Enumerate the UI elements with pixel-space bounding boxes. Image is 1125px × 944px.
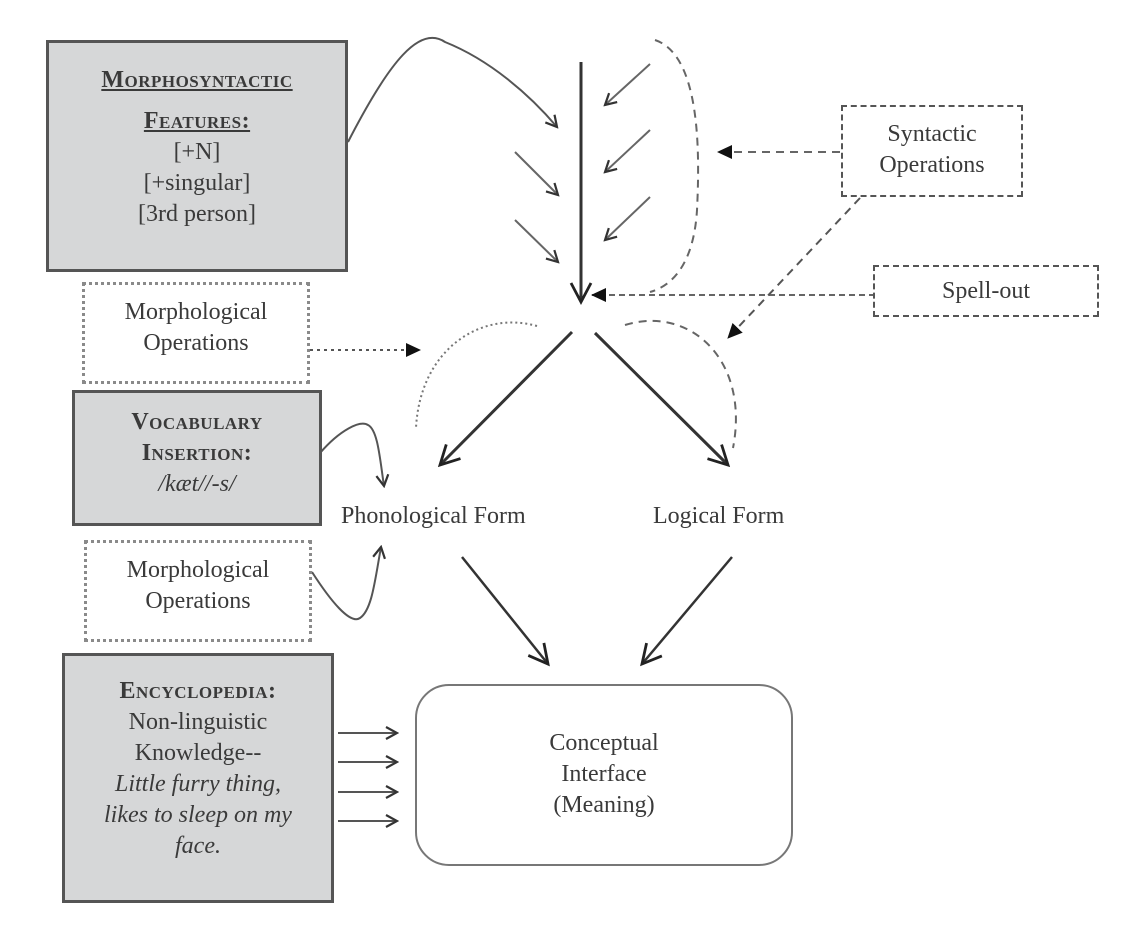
encyclopedia-box: Encyclopedia: Non-linguistic Knowledge--… [62, 653, 334, 903]
morphosyntactic-features-box: Morphosyntactic Features: [+N] [+singula… [46, 40, 348, 272]
vocabulary-insertion-box: Vocabulary Insertion: /kæt//-s/ [72, 390, 322, 526]
vocabulary-title-2: Insertion: [141, 440, 253, 466]
morphosyntactic-curve-arrow [347, 36, 557, 143]
conceptual-label-3: (Meaning) [553, 792, 655, 818]
syntactic-ops-label-2: Operations [879, 152, 985, 178]
encyclopedia-example: face. [175, 833, 221, 859]
feature-arrow [514, 219, 558, 262]
syntactic-cycle-arc [649, 39, 700, 293]
morph-ops-label-2: Operations [143, 330, 249, 356]
spell-out-label: Spell-out [942, 278, 1030, 304]
lf-to-conceptual-arrow [640, 556, 733, 667]
encyclopedia-example: Little furry thing, [114, 771, 281, 797]
lf-cycle-arc [624, 319, 737, 449]
pf-to-conceptual-arrow [461, 556, 550, 667]
morph-ops-bottom-curve-arrow [311, 547, 381, 621]
conceptual-interface-box: Conceptual Interface (Meaning) [415, 684, 793, 866]
operation-arrow [605, 129, 651, 172]
morph-ops-label: Morphological [126, 557, 270, 583]
conceptual-label: Conceptual [549, 730, 659, 756]
morphosyntactic-title-2: Features: [143, 108, 251, 134]
syntactic-ops-label: Syntactic [887, 121, 977, 147]
conceptual-label-2: Interface [561, 761, 647, 787]
pf-branch-arrow [437, 330, 574, 468]
lf-branch-arrow [593, 331, 731, 468]
morph-ops-label-2: Operations [145, 588, 251, 614]
encyclopedia-title: Encyclopedia: [119, 678, 277, 704]
spell-out-box: Spell-out [873, 265, 1099, 317]
feature-arrow [514, 151, 558, 195]
feature-item: [+singular] [143, 170, 251, 196]
syntactic-operations-box: Syntactic Operations [841, 105, 1023, 197]
encyclopedia-line: Non-linguistic [128, 709, 268, 735]
feature-item: [3rd person] [138, 201, 256, 227]
morphosyntactic-title: Morphosyntactic [101, 67, 293, 93]
vocabulary-curve-arrow [319, 422, 384, 486]
feature-item: [+N] [173, 139, 221, 165]
operation-arrow [605, 63, 651, 105]
morphological-operations-box-top: Morphological Operations [82, 282, 310, 384]
vocabulary-title: Vocabulary [131, 409, 263, 435]
morphology-arc [415, 321, 538, 429]
logical-form-label: Logical Form [653, 503, 785, 529]
vocabulary-transcription: /kæt//-s/ [158, 471, 236, 497]
operation-arrow [605, 196, 651, 240]
encyclopedia-line: Knowledge-- [134, 740, 262, 766]
encyclopedia-example: likes to sleep on my [104, 802, 292, 828]
syntactic-to-lf-arrow [727, 197, 861, 339]
phonological-form-label: Phonological Form [341, 503, 526, 529]
morphological-operations-box-bottom: Morphological Operations [84, 540, 312, 642]
morph-ops-label: Morphological [124, 299, 268, 325]
